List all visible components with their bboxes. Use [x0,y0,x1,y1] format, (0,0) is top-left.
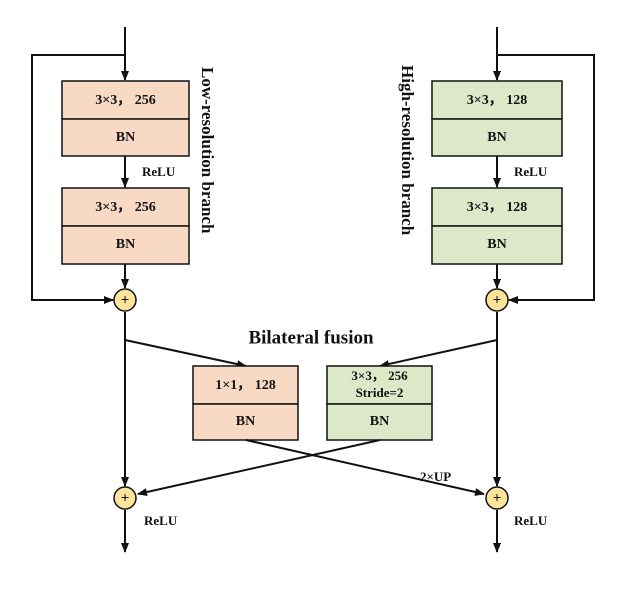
high-block-1: 3×3， 128 BN [431,80,563,157]
adder-high-top-symbol: + [493,292,502,308]
adder-low-bottom: + [113,486,137,510]
fusion-high-bn-box [326,403,433,441]
low-block-1-bn-box [61,118,190,157]
fusion-low-conv-label: 1×1， 128 [215,378,275,393]
high-block-2-conv-box [431,187,563,227]
low-output-relu-label: ReLU [144,513,178,528]
low-block-1-bn-label: BN [116,130,135,145]
adder-high-bottom: + [485,486,509,510]
low-relu-label: ReLU [142,164,176,179]
adder-low-top-symbol: + [121,292,130,308]
fusion-title: Bilateral fusion [248,327,374,348]
fusion-high-stride-label: Stride=2 [356,385,404,400]
low-block-2-conv-box [61,187,190,227]
bilateral-fusion: Bilateral fusion 1×1， 128 BN 3×3， 256 St… [121,312,548,553]
low-block-2-bn-label: BN [116,237,135,252]
high-branch-title: High-resolution branch [398,65,417,236]
low-block-1: 3×3， 256 BN [61,80,190,157]
high-block-1-bn-label: BN [487,130,506,145]
adder-high-bottom-circle [485,486,509,510]
high-output-relu-label: ReLU [514,513,548,528]
high-skip-connection [497,54,595,304]
adder-low-bottom-symbol: + [121,490,130,506]
adder-high-top-circle [485,288,509,312]
high-block-2-bn-box [431,225,563,265]
fusion-low-block: 1×1， 128 BN [192,365,299,441]
fusion-low-bn-label: BN [236,414,255,429]
adder-high-top: + [485,288,509,312]
adder-high-bottom-symbol: + [493,490,502,506]
high-fusion-to-low-adder-arrow [137,439,381,496]
high-resolution-branch: 3×3， 128 BN ReLU 3×3， 128 BN High-resolu… [398,27,595,304]
high-to-fusion-arrow [379,339,498,368]
fusion-high-conv-label: 3×3， 256 [351,368,408,383]
upsample-label: 2×UP [420,469,451,484]
low-block-1-conv-box [61,80,190,120]
fusion-low-bn-box [192,403,299,441]
low-fusion-to-high-adder-arrow [245,439,485,496]
low-resolution-branch: 3×3， 256 BN ReLU 3×3， 256 BN Low-resolut… [31,27,217,304]
low-block-2: 3×3， 256 BN [61,187,190,265]
high-block-1-conv-box [431,80,563,120]
high-relu-label: ReLU [514,164,548,179]
high-block-2: 3×3， 128 BN [431,187,563,265]
high-block-1-bn-box [431,118,563,157]
low-block-1-conv-label: 3×3， 256 [95,93,155,108]
high-block-2-conv-label: 3×3， 128 [467,200,527,215]
low-to-fusion-arrow [124,339,247,369]
low-branch-title: Low-resolution branch [198,67,217,234]
low-block-2-conv-label: 3×3， 256 [95,200,155,215]
adder-low-top: + [113,288,137,312]
high-block-2-bn-label: BN [487,237,506,252]
low-skip-connection [31,54,125,304]
high-block-1-conv-label: 3×3， 128 [467,93,527,108]
adder-low-top-circle [113,288,137,312]
fusion-high-bn-label: BN [370,414,389,429]
fusion-low-conv-box [192,365,299,405]
fusion-high-block: 3×3， 256 Stride=2 BN [326,365,433,441]
adder-low-bottom-circle [113,486,137,510]
